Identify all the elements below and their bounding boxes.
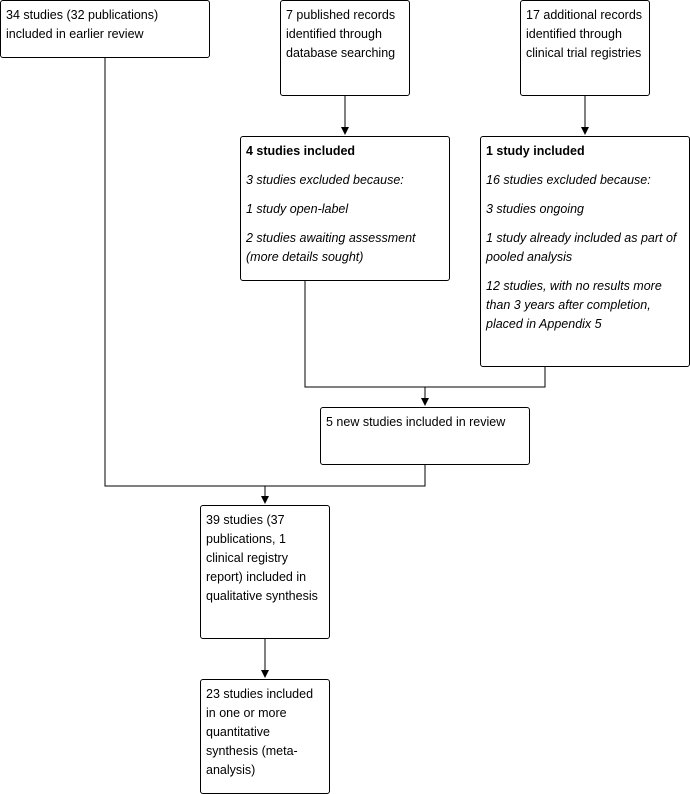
registry-records-box: 17 additional records identified through…: [520, 0, 650, 96]
database-included-title: 4 studies included: [246, 144, 356, 158]
registry-excluded-reason-2: 1 study already included as part of pool…: [486, 231, 677, 264]
registry-excluded-heading: 16 studies excluded because:: [486, 173, 651, 187]
database-excluded-reason-2: 2 studies awaiting assessment (more deta…: [246, 231, 416, 264]
registry-included-box: 1 study included 16 studies excluded bec…: [480, 136, 690, 367]
new-studies-box: 5 new studies included in review: [320, 407, 530, 465]
new-studies-text: 5 new studies included in review: [326, 415, 506, 429]
database-records-text: 7 published records identified through d…: [286, 8, 396, 60]
database-records-box: 7 published records identified through d…: [280, 0, 410, 96]
earlier-review-box: 34 studies (32 publications) included in…: [0, 0, 210, 58]
registry-excluded-reason-1: 3 studies ongoing: [486, 202, 584, 216]
registry-records-text: 17 additional records identified through…: [526, 8, 643, 60]
quantitative-synthesis-box: 23 studies included in one or more quant…: [200, 679, 330, 794]
database-included-box: 4 studies included 3 studies excluded be…: [240, 136, 450, 281]
registry-included-title: 1 study included: [486, 144, 585, 158]
database-excluded-reason-1: 1 study open-label: [246, 202, 349, 216]
database-excluded-heading: 3 studies excluded because:: [246, 173, 404, 187]
registry-excluded-reason-3: 12 studies, with no results more than 3 …: [486, 279, 662, 331]
qualitative-synthesis-box: 39 studies (37 publications, 1 clinical …: [200, 505, 330, 639]
qualitative-synthesis-text: 39 studies (37 publications, 1 clinical …: [206, 513, 318, 603]
quantitative-synthesis-text: 23 studies included in one or more quant…: [206, 687, 314, 777]
earlier-review-text: 34 studies (32 publications) included in…: [6, 8, 159, 41]
